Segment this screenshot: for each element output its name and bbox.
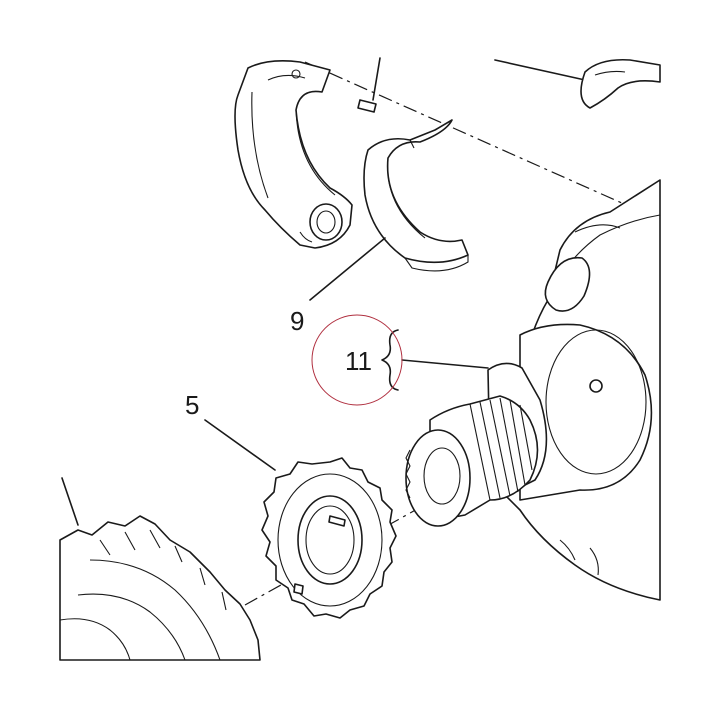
dowel-pin (357, 57, 381, 113)
callout-11-highlight-circle (311, 314, 403, 406)
crankshaft (405, 179, 661, 601)
shaft-spline-ridges (469, 397, 533, 501)
leader-line-gear-fragment (61, 477, 79, 526)
leader-line-11 (401, 359, 489, 369)
callout-11: 11 (345, 346, 372, 376)
leader-line-9 (309, 237, 386, 301)
callout-5: 5 (185, 390, 199, 420)
drive-gear-fragment (59, 515, 261, 661)
bearing-shell (363, 119, 469, 272)
leader-line-5 (204, 419, 276, 471)
timing-gear (261, 457, 397, 619)
bearing-cap (234, 60, 353, 249)
brace-11 (381, 329, 399, 391)
thrust-washer-fragment (494, 58, 661, 109)
bearing-axis-line (304, 61, 661, 221)
callout-9: 9 (290, 306, 304, 336)
